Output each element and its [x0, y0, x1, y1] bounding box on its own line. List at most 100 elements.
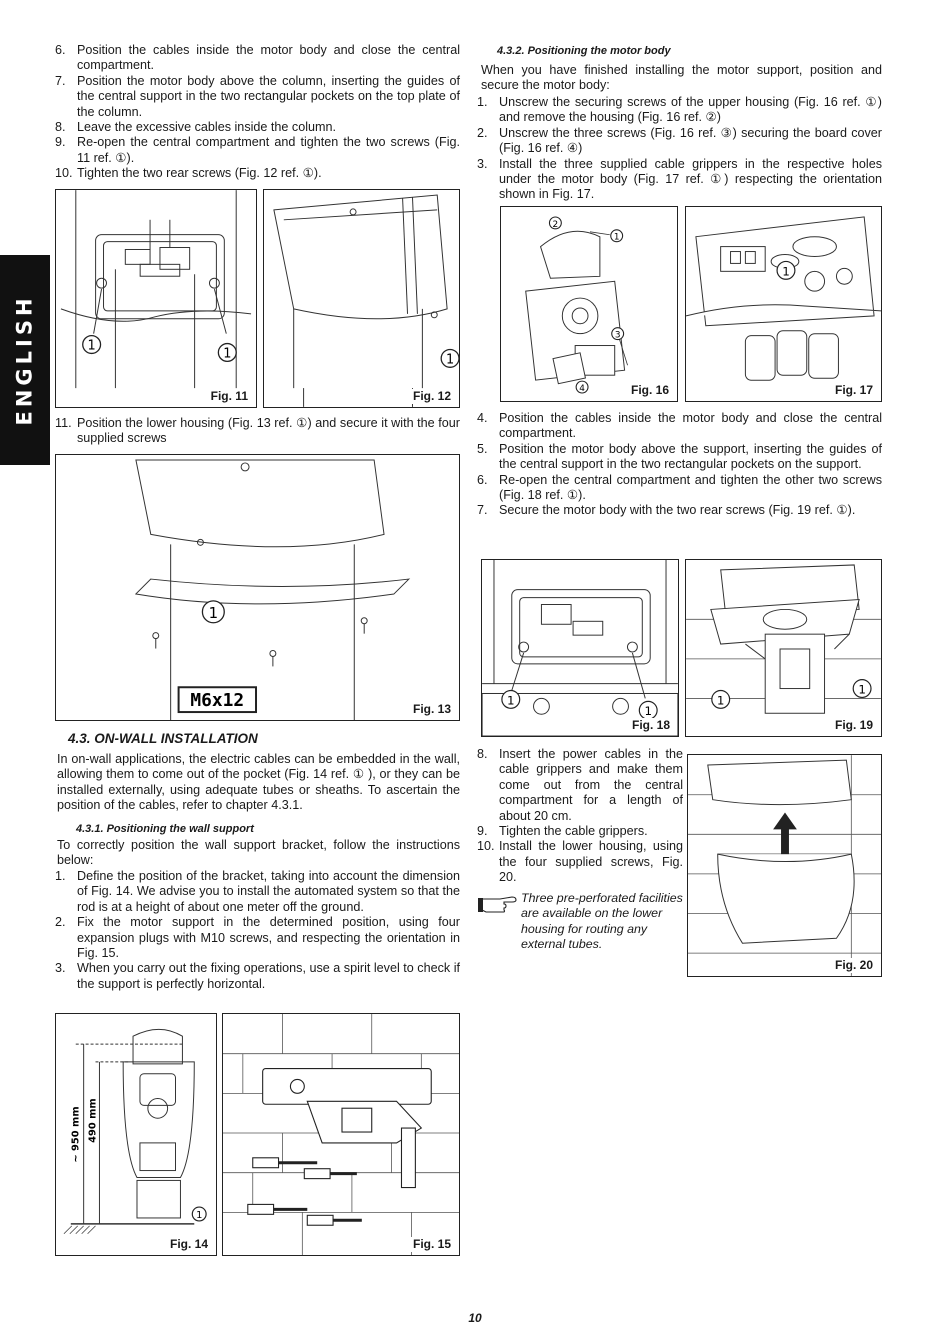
figure-caption: Fig. 11 [208, 388, 250, 404]
figure-18: 1 1 Fig. 18 [481, 559, 679, 737]
list-item: 3. When you carry out the fixing operatio… [55, 961, 460, 992]
item-text: When you carry out the fixing operations… [77, 961, 460, 991]
steps-list-4-7: 4. Position the cables inside the motor b… [477, 411, 882, 519]
item-number: 2. [55, 915, 66, 930]
item-text: Insert the power cables in the cable gri… [499, 747, 683, 823]
figure-15-illustration [223, 1014, 459, 1255]
dimension-rod: 490 mm [88, 1098, 99, 1143]
pointing-hand-icon [478, 896, 517, 913]
figure-14-illustration: ~ 950 mm 490 mm 1 [63, 1028, 207, 1235]
list-item: 6.Position the cables inside the motor b… [55, 43, 460, 74]
figure-caption: Fig. 16 [628, 382, 671, 398]
list-item: 7.Position the motor body above the colu… [55, 74, 460, 120]
figure-caption: Fig. 13 [410, 701, 453, 717]
ref-marker-1: 1 [223, 346, 231, 361]
item-number: 9. [55, 135, 66, 150]
steps-list-wall-support: 1. Define the position of the bracket, ta… [55, 869, 460, 992]
item-number: 6. [477, 472, 488, 487]
item-text: Re-open the central compartment and tigh… [499, 472, 882, 503]
list-item: 9. Tighten the cable grippers. [477, 824, 683, 839]
section-heading-4-3-2: 4.3.2. Positioning the motor body [497, 45, 671, 57]
item-text: Define the position of the bracket, taki… [77, 869, 460, 914]
item-text: Tighten the two rear screws (Fig. 12 ref… [77, 166, 322, 181]
ref-marker-1: 1 [782, 264, 790, 278]
steps-list-motor-body: 1. Unscrew the securing screws of the upp… [477, 95, 882, 203]
ref-marker-1: 1 [446, 352, 454, 367]
item-number: 7. [477, 503, 488, 518]
section-heading-4-3: 4.3. ON-WALL INSTALLATION [68, 731, 258, 746]
figure-15: Fig. 15 [222, 1013, 460, 1256]
ref-marker-3: 3 [615, 331, 621, 341]
item-number: 1. [55, 869, 66, 883]
item-number: 8. [55, 120, 66, 135]
ref-marker-1: 1 [88, 338, 96, 353]
item-text: Tighten the cable grippers. [499, 824, 648, 839]
figure-18-illustration: 1 1 [482, 560, 678, 736]
list-item: 8.Insert the power cables in the cable g… [477, 747, 683, 824]
figure-12: 1 Fig. 12 [263, 189, 460, 408]
figure-caption: Fig. 20 [832, 957, 875, 973]
note-text: Three pre-perforated facilities are avai… [521, 891, 683, 952]
list-item: 1. Unscrew the securing screws of the upp… [477, 95, 882, 126]
figure-caption: Fig. 17 [832, 382, 875, 398]
figure-caption: Fig. 12 [410, 388, 453, 404]
item-text: Fix the motor support in the determined … [77, 915, 460, 961]
ref-marker-1: 1 [717, 693, 725, 707]
list-item: 6. Re-open the central compartment and ti… [477, 473, 882, 504]
item-number: 2. [477, 125, 488, 140]
ref-marker-1: 1 [507, 693, 515, 707]
item-text: Position the lower housing (Fig. 13 ref.… [77, 416, 460, 446]
section-4-3-1-intro: To correctly position the wall support b… [57, 838, 460, 868]
figure-11: 1 1 Fig. 11 [55, 189, 257, 408]
ref-marker-1: 1 [614, 233, 620, 243]
figure-11-illustration: 1 1 [60, 190, 252, 389]
item-number: 10. [477, 839, 495, 854]
item-text: Install the lower housing, using the fou… [499, 839, 683, 885]
item-number: 5. [477, 441, 488, 456]
list-item: 10. Install the lower housing, using the … [477, 839, 683, 885]
item-number: 9. [477, 824, 488, 839]
steps-list-6-10: 6.Position the cables inside the motor b… [55, 43, 460, 182]
item-text: Leave the excessive cables inside the co… [77, 120, 337, 135]
item-text: Secure the motor body with the two rear … [499, 503, 856, 518]
page-number: 10 [468, 1311, 482, 1325]
dimension-total: ~ 950 mm [71, 1106, 82, 1162]
list-item: 2. Fix the motor support in the determine… [55, 915, 460, 961]
figure-caption: Fig. 18 [629, 717, 672, 733]
list-item: 3.Install the three supplied cable gripp… [477, 157, 882, 203]
item-number: 3. [55, 961, 66, 976]
ref-marker-4: 4 [579, 384, 585, 394]
section-4-3-body: In on-wall applications, the electric ca… [57, 752, 460, 813]
item-text: Re-open the central compartment and tigh… [77, 135, 460, 165]
list-item: 10. Tighten the two rear screws (Fig. 12 … [55, 166, 460, 181]
figure-caption: Fig. 15 [410, 1236, 453, 1252]
list-item: 8. Leave the excessive cables inside the … [55, 120, 460, 135]
item-number: 7. [55, 73, 66, 88]
item-text: Install the three supplied cable gripper… [499, 156, 882, 202]
item-text: Unscrew the securing screws of the upper… [499, 95, 882, 125]
section-4-3-2-intro: When you have finished installing the mo… [481, 63, 882, 93]
figure-16-illustration: 2 1 3 4 [525, 216, 628, 394]
language-tab: ENGLISH [0, 255, 50, 465]
list-item: 1. Define the position of the bracket, ta… [55, 869, 460, 915]
item-text: Position the cables inside the motor bod… [499, 411, 882, 441]
item-number: 1. [477, 95, 488, 109]
figure-17: 1 Fig. 17 [685, 206, 882, 402]
list-item: 4. Position the cables inside the motor b… [477, 411, 882, 442]
figure-20-illustration [688, 755, 881, 976]
figure-13-illustration: 1 M6x12 [134, 459, 411, 720]
language-label: ENGLISH [12, 294, 37, 426]
item-number: 4. [477, 411, 488, 425]
item-number: 6. [55, 43, 66, 57]
item-text: Position the motor body above the suppor… [499, 441, 882, 472]
figure-19-illustration: 1 1 [686, 564, 881, 714]
ref-marker-1: 1 [858, 682, 866, 696]
item-number: 10. [55, 166, 73, 181]
ref-marker-2: 2 [553, 220, 559, 230]
figure-16: 2 1 3 4 Fig. 16 [500, 206, 678, 402]
figure-19: 1 1 Fig. 19 [685, 559, 882, 737]
ref-marker-1: 1 [644, 704, 652, 718]
figure-20: Fig. 20 [687, 754, 882, 977]
screw-size-label: M6x12 [190, 690, 244, 711]
figure-14: ~ 950 mm 490 mm 1 Fig. 14 [55, 1013, 217, 1256]
